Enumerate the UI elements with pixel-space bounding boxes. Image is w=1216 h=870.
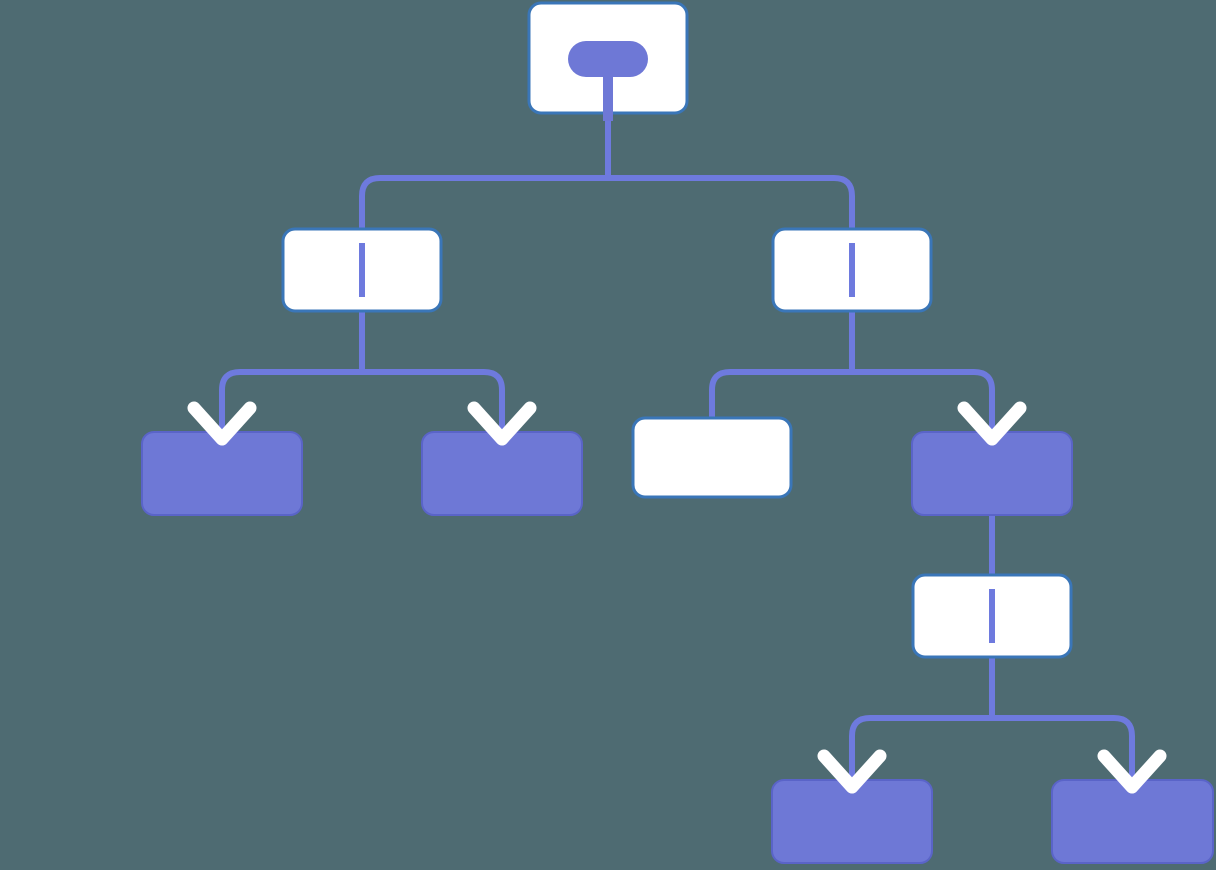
arrow-down-icon-n4: [187, 401, 257, 446]
arrow-marker-layer: [187, 401, 1167, 794]
arrow-down-icon-n5: [467, 401, 537, 446]
edge-n8-to-n10: [989, 657, 1135, 793]
edge-n8-to-n9: [849, 657, 995, 793]
arrow-down-icon-n9: [817, 749, 887, 794]
edge-n2-to-n4: [219, 311, 365, 445]
through-line-layer: [359, 243, 995, 643]
edge-layer: [219, 113, 1135, 793]
node-n6[interactable]: [631, 416, 793, 499]
edge-n2-to-n5: [359, 311, 505, 445]
pill-stem-icon: [568, 41, 648, 77]
arrow-down-icon-n10: [1097, 749, 1167, 794]
glyph-layer: [568, 41, 648, 121]
arrow-down-icon-n7: [957, 401, 1027, 446]
edge-n3-to-n6: [709, 311, 855, 418]
pill-stem-icon-stem: [603, 73, 613, 121]
node-layer: [141, 1, 1214, 864]
edge-n1-to-n3: [605, 113, 855, 229]
edge-n3-to-n7: [849, 311, 995, 445]
